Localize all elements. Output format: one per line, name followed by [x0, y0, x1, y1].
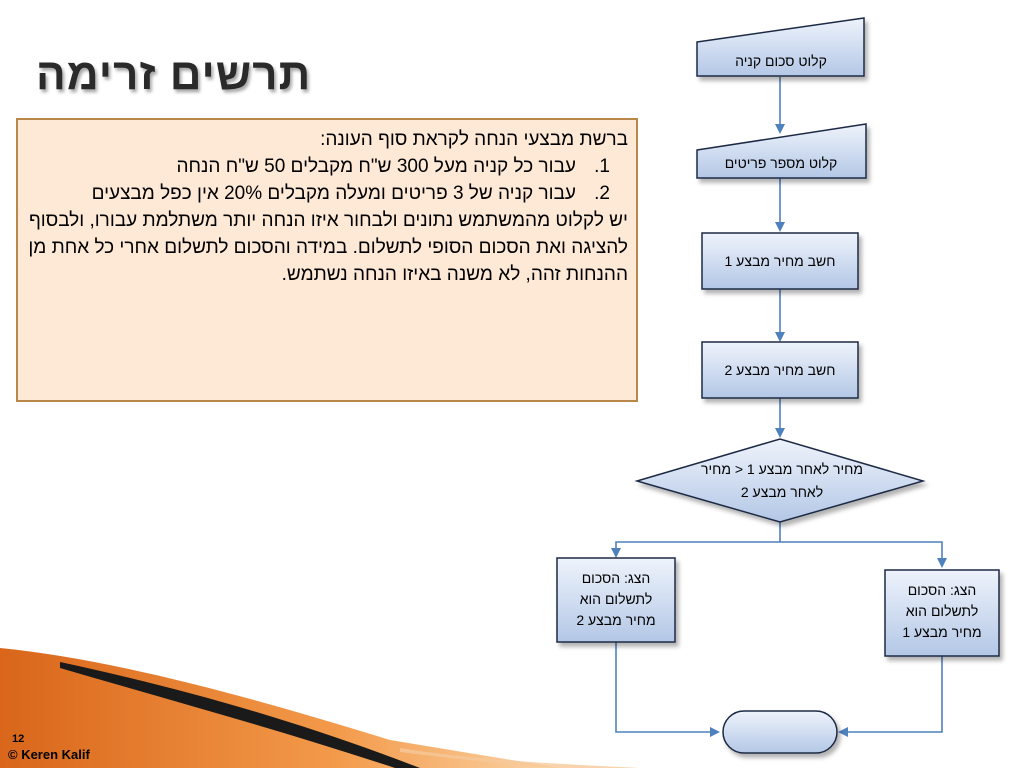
flow-calc2 — [701, 341, 859, 399]
arrow-decision-to-left — [611, 522, 781, 558]
page-number: 12 — [12, 733, 25, 745]
flow-output-right-line: לתשלום הוא — [906, 603, 979, 619]
list-number: 1. — [594, 156, 610, 177]
swoosh-light — [400, 748, 640, 768]
flow-end-terminator — [722, 710, 838, 754]
flow-decision — [634, 438, 926, 523]
flow-output-left — [556, 557, 676, 643]
flow-input-amount-label: קלוט סכום קניה — [735, 53, 827, 69]
flow-output-right-line: הצג: הסכום — [908, 582, 977, 598]
flow-calc1 — [701, 232, 859, 290]
intro-text: ברשת מבצעי הנחה לקראת סוף העונה: — [320, 129, 628, 150]
list-item: 2. עבור קניה של 3 פריטים ומעלה מקבלים 20… — [26, 180, 628, 207]
flow-output-left-line: מחיר מבצע 2 — [576, 612, 655, 628]
arrow-decision-to-right — [780, 541, 947, 568]
flow-output-left-line: הצג: הסכום — [582, 570, 651, 586]
flow-calc2-label: חשב מחיר מבצע 2 — [725, 362, 836, 378]
arrow-right-to-end — [838, 656, 943, 737]
flow-decision-line2: לאחר מבצע 2 — [741, 484, 823, 500]
flow-output-right-line: מחיר מבצע 1 — [902, 624, 981, 640]
flow-input-items — [696, 123, 867, 179]
list-number: 2. — [594, 183, 610, 204]
flow-input-items-label: קלוט מספר פריטים — [725, 155, 838, 171]
list-text: עבור קניה של 3 פריטים ומעלה מקבלים 20% א… — [91, 183, 576, 204]
flow-decision-line1: מחיר לאחר מבצע 1 < מחיר — [701, 461, 863, 477]
flow-output-left-line: לתשלום הוא — [580, 591, 653, 607]
body-text: יש לקלוט מהמשתמש נתונים ולבחור איזו הנחה… — [28, 210, 628, 285]
flow-output-right — [884, 569, 1000, 657]
flow-input-amount — [696, 17, 865, 77]
list-text: עבור כל קניה מעל 300 ש"ח מקבלים 50 ש"ח ה… — [176, 156, 576, 177]
copyright: © Keren Kalif — [8, 747, 90, 762]
slide-title: תרשים זרימה — [36, 50, 312, 99]
swoosh-orange — [0, 648, 560, 768]
flow-calc1-label: חשב מחיר מבצע 1 — [725, 253, 836, 269]
list-item: 1. עבור כל קניה מעל 300 ש"ח מקבלים 50 ש"… — [26, 153, 628, 180]
arrow-left-to-end — [615, 642, 720, 737]
swoosh-dark — [60, 662, 420, 768]
problem-description-box: ברשת מבצעי הנחה לקראת סוף העונה: 1. עבור… — [16, 118, 638, 402]
